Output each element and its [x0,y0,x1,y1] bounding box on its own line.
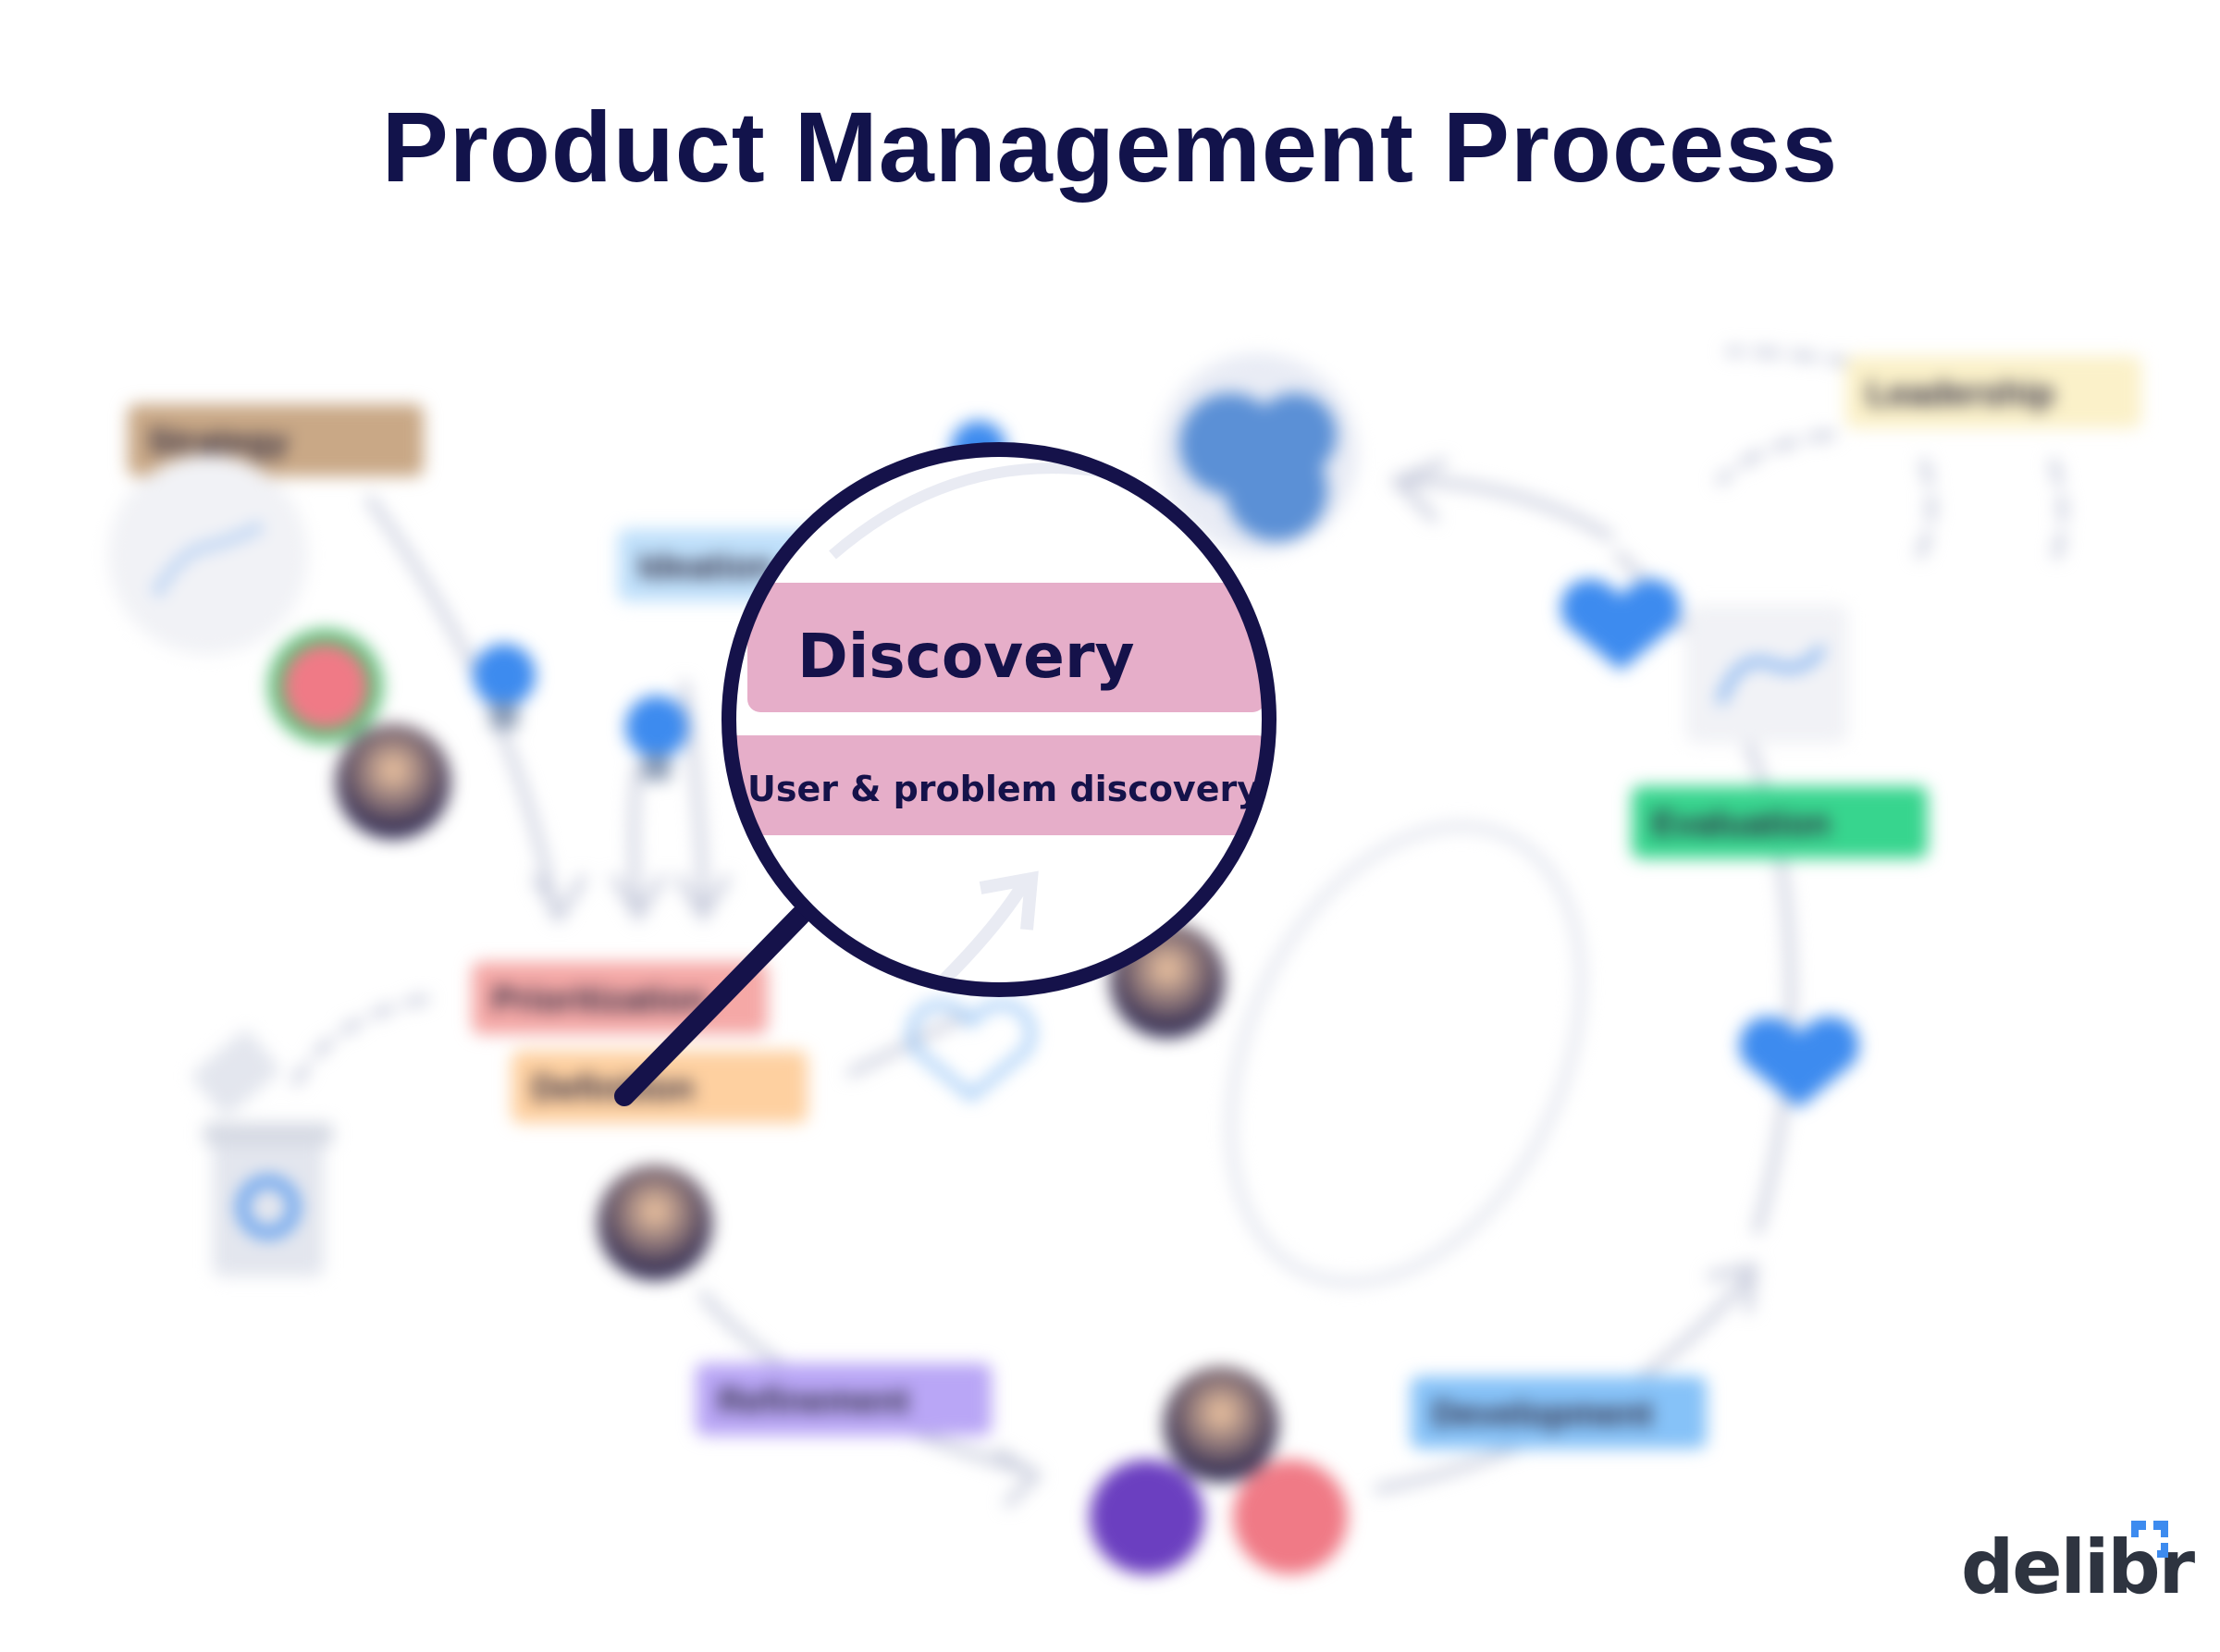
avatar [336,724,450,839]
arrow-to-discovery [1401,476,1614,541]
avatar [1090,1460,1204,1574]
stage-definition: Definition [512,1051,808,1123]
arrowhead [675,874,731,924]
arrow-ideation-to-prioritization [629,763,643,920]
avatar [283,644,368,729]
delibr-logo: delibr [1961,1524,2195,1610]
arrow-leadership-4 [2049,458,2067,569]
avatar [1164,1367,1278,1482]
arrow-definition-to-heart [846,1013,967,1078]
diagram-title: Product Management Process [381,91,1839,203]
svg-text:Leadership: Leadership [1867,375,2054,413]
strategy-chart-bubble [108,455,308,655]
cycle-loop [1227,822,1585,1287]
avatar [1233,1460,1348,1574]
bulb-icon [473,644,536,729]
discovery-label: Discovery [747,583,1265,712]
arrowhead [532,874,587,924]
svg-text:Evaluation: Evaluation [1652,805,1830,844]
arrow-to-trash [291,994,430,1087]
arrow-leadership-3 [1910,458,1936,569]
svg-text:Development: Development [1432,1395,1653,1434]
stage-evaluation: Evaluation [1632,786,1928,858]
heart-icon [1739,1017,1859,1108]
magnifying-glass-icon: Discovery User & problem discovery [614,442,1276,1106]
arrowhead [994,1448,1043,1508]
arrow-ideation-2 [680,680,708,920]
stage-leadership: Leadership [1845,356,2141,428]
svg-text:Strategy: Strategy [148,423,289,462]
arrowhead [1707,1262,1758,1313]
arrow-leadership-2 [1716,430,1836,486]
heart-icon [1560,579,1681,671]
stakeholders-group-icon [1158,353,1358,553]
svg-text:User & problem discovery: User & problem discovery [747,769,1260,809]
svg-text:Discovery: Discovery [797,621,1135,692]
avatar [598,1165,712,1280]
delibr-logo-mark-icon [2131,1521,2168,1558]
svg-text:Prioritization: Prioritization [492,980,707,1019]
svg-text:Definition: Definition [532,1069,694,1108]
svg-text:Refinement: Refinement [718,1382,909,1421]
bulb-icon [625,696,688,781]
stage-refinement: Refinement [696,1363,992,1436]
heart-outline-icon [907,1001,1035,1102]
evaluation-chart-card [1685,605,1848,744]
stage-development: Development [1411,1376,1707,1449]
trash-bin-icon [191,1029,333,1276]
discovery-subtitle: User & problem discovery [729,735,1267,835]
arrowhead [1388,458,1448,523]
svg-text:Ideation: Ideation [638,548,773,586]
arrow-strategy-to-prioritization [365,495,560,920]
arrowhead [610,874,666,924]
